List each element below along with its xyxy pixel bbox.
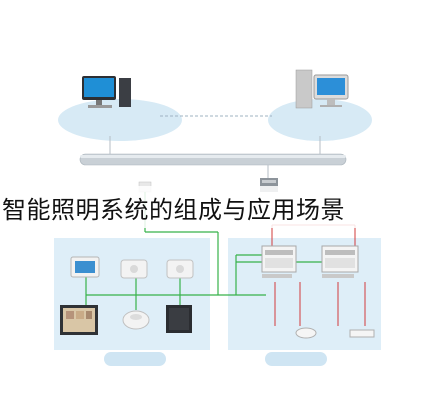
desktop-computer-icon <box>82 76 131 108</box>
system-bus <box>79 153 347 166</box>
right-system-ellipse <box>268 99 372 141</box>
dome-sensor-icon <box>166 305 192 333</box>
touch-panel-icon <box>70 256 100 278</box>
control-module-icon <box>261 245 359 273</box>
module-label-right <box>322 274 354 278</box>
workstation-computer-icon <box>295 69 349 109</box>
sensor-icon <box>120 259 148 279</box>
keypad-icon <box>60 305 98 335</box>
camera-sensor-icon <box>166 259 194 279</box>
smoke-sensor-icon <box>122 310 150 330</box>
field-bus-wiring <box>85 192 322 310</box>
distribution-panel-tag <box>265 352 327 366</box>
title-band <box>0 186 423 228</box>
field-panel-tag <box>104 352 166 366</box>
diagram-title: 智能照明系统的组成与应用场景 <box>2 196 345 224</box>
left-system-ellipse <box>58 99 182 141</box>
module-label-left <box>262 274 292 278</box>
light-fixture-icon <box>295 327 375 339</box>
